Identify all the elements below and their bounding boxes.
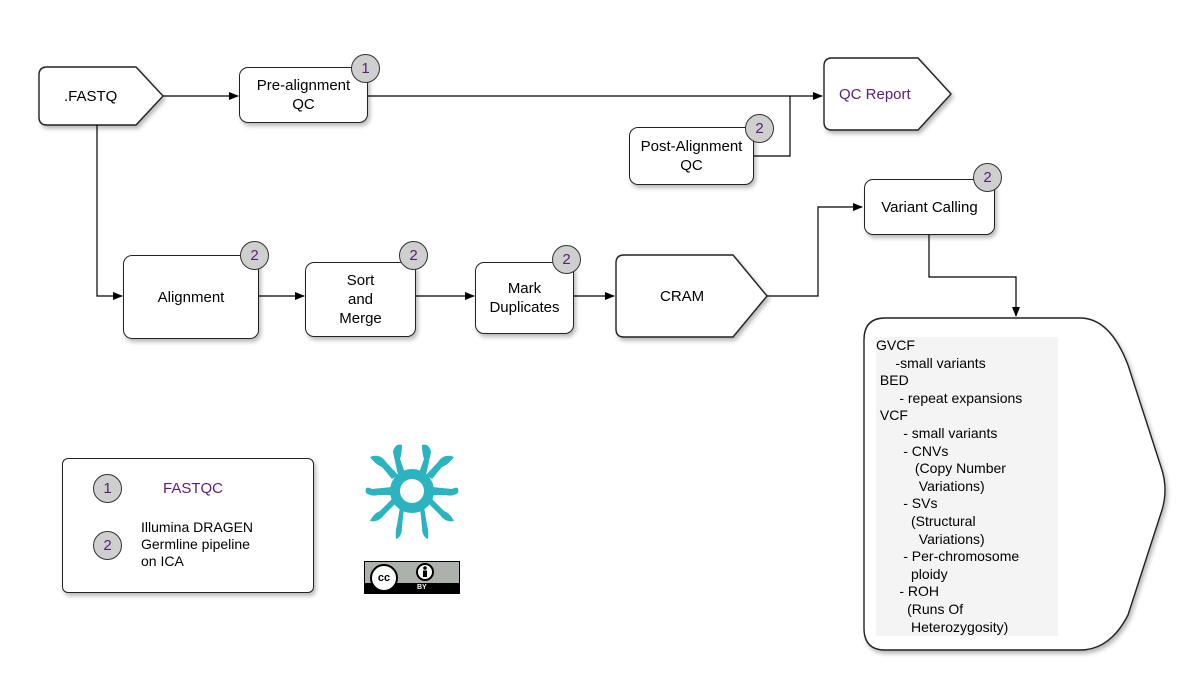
step-badge-dragen: 2	[399, 241, 428, 270]
output-item: (Structural	[876, 512, 976, 529]
output-item: -small variants	[876, 354, 986, 371]
fastq-label[interactable]: .FASTQ	[64, 88, 118, 105]
output-item: Variations)	[876, 530, 985, 547]
legend-label-dragen: Illumina DRAGEN Germline pipeline on ICA	[141, 519, 254, 569]
license-by-text: BY	[417, 584, 427, 591]
variant-calling-box[interactable]: Variant Calling	[864, 179, 995, 235]
qc-report-shape	[823, 57, 952, 131]
output-item: - SVs	[876, 495, 938, 512]
cram-label[interactable]: CRAM	[660, 288, 705, 305]
license-bar: BY	[365, 583, 459, 593]
step-badge-fastqc: 1	[351, 54, 380, 83]
output-item: GVCF	[876, 337, 915, 353]
arrow-fastq-to-alignment	[96, 125, 123, 300]
cc-circle-icon: cc	[370, 564, 398, 592]
fastq-shape	[38, 66, 164, 126]
step-badge-dragen: 2	[745, 114, 774, 143]
alignment-box[interactable]: Alignment	[123, 255, 259, 339]
output-item: Variations)	[876, 477, 985, 494]
arrow-variant-to-outputs	[928, 235, 1020, 317]
cc-text: cc	[377, 572, 391, 584]
output-item: BED	[876, 372, 909, 389]
output-item: - CNVs	[876, 442, 949, 459]
arrow-cram-to-variant	[767, 203, 863, 297]
output-item: - Per-chromosome	[876, 548, 1020, 565]
mark-duplicates-box[interactable]: Mark Duplicates	[475, 262, 574, 334]
cram-shape	[615, 254, 768, 338]
output-item: ploidy	[876, 565, 948, 582]
step-badge-dragen: 2	[973, 163, 1002, 192]
qc-report-label[interactable]: QC Report	[839, 86, 911, 103]
legend-badge-2: 2	[93, 531, 122, 560]
step-badge-dragen: 2	[240, 241, 269, 270]
post-alignment-qc-box[interactable]: Post-Alignment QC	[629, 127, 754, 185]
output-item: (Copy Number	[876, 460, 1006, 477]
output-item: - ROH	[876, 583, 939, 600]
legend: 1 FASTQC 2 Illumina DRAGEN Germline pipe…	[62, 458, 314, 593]
legend-label-fastqc: FASTQC	[163, 480, 224, 497]
cc-by-license-icon: BY cc	[364, 561, 460, 594]
output-item: Heterozygosity)	[876, 618, 1009, 635]
step-badge-dragen: 2	[552, 245, 581, 274]
output-item: - repeat expansions	[876, 389, 1023, 406]
person-icon	[423, 566, 427, 577]
output-item: VCF	[876, 407, 908, 424]
connectors	[96, 92, 1020, 317]
legend-badge-1: 1	[93, 474, 122, 503]
sort-merge-box[interactable]: Sort and Merge	[305, 262, 416, 337]
attribution-person-icon	[416, 563, 434, 581]
output-files-list: GVCF -small variants BED - repeat expans…	[876, 337, 1058, 637]
output-item: - small variants	[876, 424, 998, 441]
network-logo-icon	[365, 444, 459, 539]
output-item: (Runs Of	[876, 600, 964, 617]
pre-alignment-qc-box[interactable]: Pre-alignment QC	[239, 67, 368, 123]
line-postqc-to-report	[754, 96, 791, 157]
